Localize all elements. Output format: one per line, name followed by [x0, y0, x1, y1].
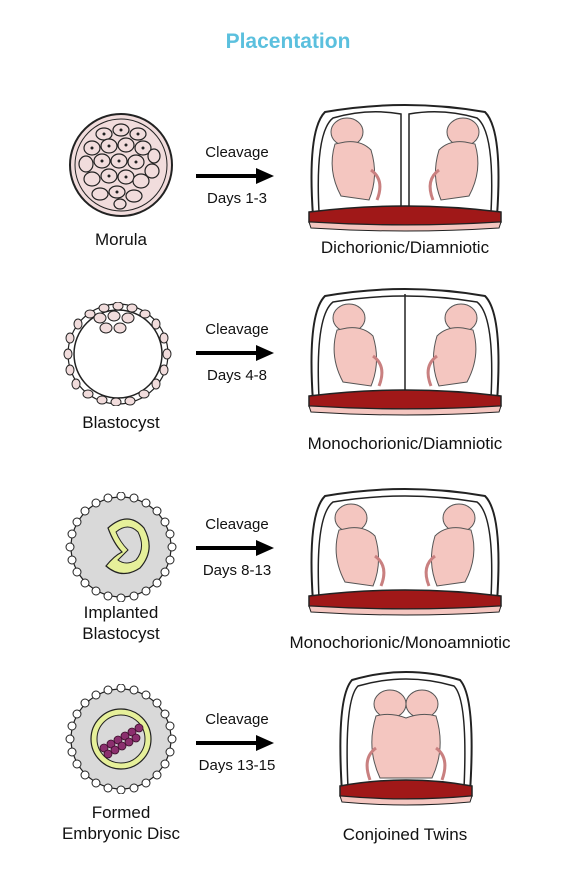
- blastocyst-illustration: [63, 302, 172, 406]
- arrow-right-icon: [196, 345, 274, 361]
- arrow-top-label: Cleavage: [205, 516, 269, 533]
- arrow-right-icon: [196, 540, 274, 556]
- arrow-group-4: Cleavage Days 13-15: [192, 711, 282, 781]
- arrow-top-label: Cleavage: [205, 144, 269, 161]
- arrow-group-3: Cleavage Days 8-13: [192, 516, 282, 586]
- arrow-bottom-label: Days 8-13: [202, 562, 272, 579]
- stage-label-blastocyst: Blastocyst: [82, 413, 160, 432]
- stage-label-morula: Morula: [95, 230, 147, 249]
- arrow-bottom-label: Days 4-8: [206, 367, 268, 384]
- conjoined-twins-illustration: [339, 671, 473, 806]
- arrow-right-icon: [196, 168, 274, 184]
- morula-illustration: [69, 113, 173, 217]
- arrow-group-1: Cleavage Days 1-3: [192, 144, 282, 214]
- page-title: Placentation: [225, 30, 351, 53]
- outcome-label-monochorionic-monoamniotic: Monochorionic/Monoamniotic: [289, 633, 511, 652]
- monochorionic-monoamniotic-twins-illustration: [308, 488, 502, 616]
- arrow-bottom-label: Days 1-3: [206, 190, 268, 207]
- formed-embryonic-disc-illustration: [65, 684, 177, 794]
- arrow-group-2: Cleavage Days 4-8: [192, 321, 282, 391]
- outcome-label-conjoined-twins: Conjoined Twins: [342, 825, 468, 844]
- stage-label-implanted-blastocyst: Implanted Blastocyst: [82, 603, 160, 643]
- outcome-label-dichorionic: Dichorionic/Diamniotic: [320, 238, 490, 257]
- arrow-bottom-label: Days 13-15: [198, 757, 276, 774]
- dichorionic-twins-illustration: [308, 104, 502, 232]
- stage-label-formed-embryonic-disc: Formed Embryonic Disc: [61, 803, 181, 843]
- arrow-right-icon: [196, 735, 274, 751]
- implanted-blastocyst-illustration: [65, 492, 177, 602]
- arrow-top-label: Cleavage: [205, 711, 269, 728]
- outcome-label-monochorionic-diamniotic: Monochorionic/Diamniotic: [307, 434, 503, 453]
- arrow-top-label: Cleavage: [205, 321, 269, 338]
- monochorionic-diamniotic-twins-illustration: [308, 288, 502, 416]
